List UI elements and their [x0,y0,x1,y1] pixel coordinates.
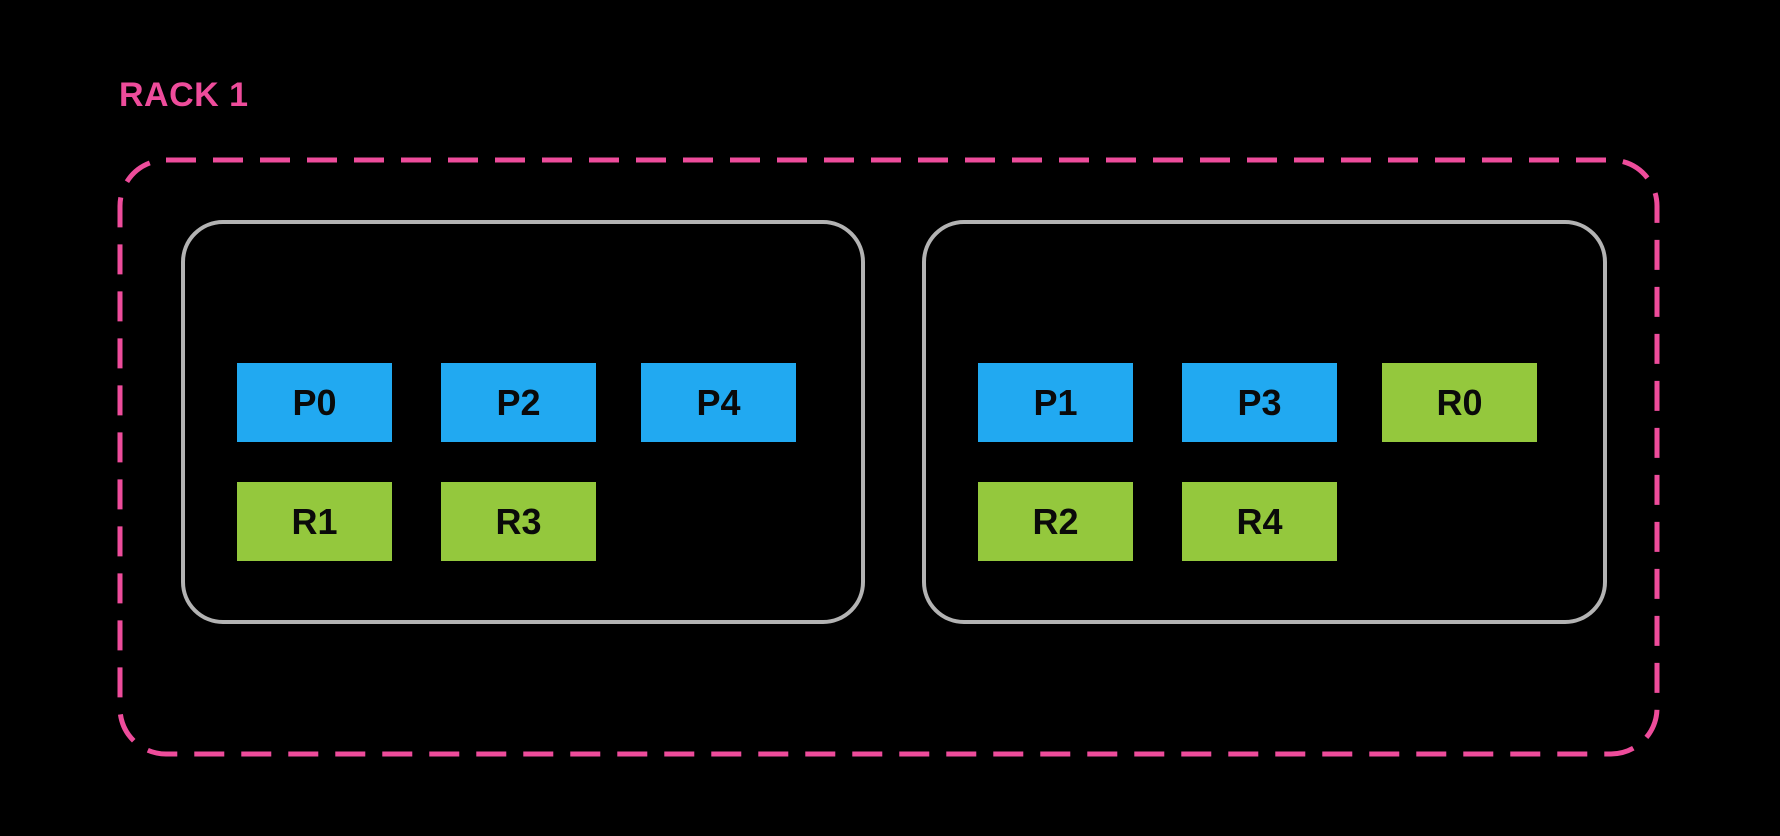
worker-block-r4: R4 [1182,482,1337,561]
worker-block-p1: P1 [978,363,1133,442]
rack-boundary [117,157,1660,757]
rack-title: RACK 1 [119,76,249,114]
worker-block-r3-label: R3 [495,500,542,542]
worker-block-p2-label: P2 [496,381,541,423]
worker-block-r1-label: R1 [291,500,338,542]
worker-block-r3: R3 [441,482,596,561]
worker-block-r2-label: R2 [1032,500,1079,542]
worker-block-p0-label: P0 [292,381,337,423]
worker-block-r0: R0 [1382,363,1537,442]
worker-block-r4-label: R4 [1236,500,1283,542]
worker-block-p3-label: P3 [1237,381,1282,423]
worker-block-r2: R2 [978,482,1133,561]
worker-block-p1-label: P1 [1033,381,1078,423]
worker-block-p4: P4 [641,363,796,442]
worker-block-p2: P2 [441,363,596,442]
node-box-1: P0 P2 P4 R1 R3 [181,220,865,624]
node-box-2: P1 P3 R0 R2 R4 [922,220,1607,624]
worker-block-r0-label: R0 [1436,381,1483,423]
worker-block-p0: P0 [237,363,392,442]
worker-block-r1: R1 [237,482,392,561]
worker-block-p3: P3 [1182,363,1337,442]
worker-block-p4-label: P4 [696,381,741,423]
rack-boundary-dashed-rect [117,157,1660,757]
